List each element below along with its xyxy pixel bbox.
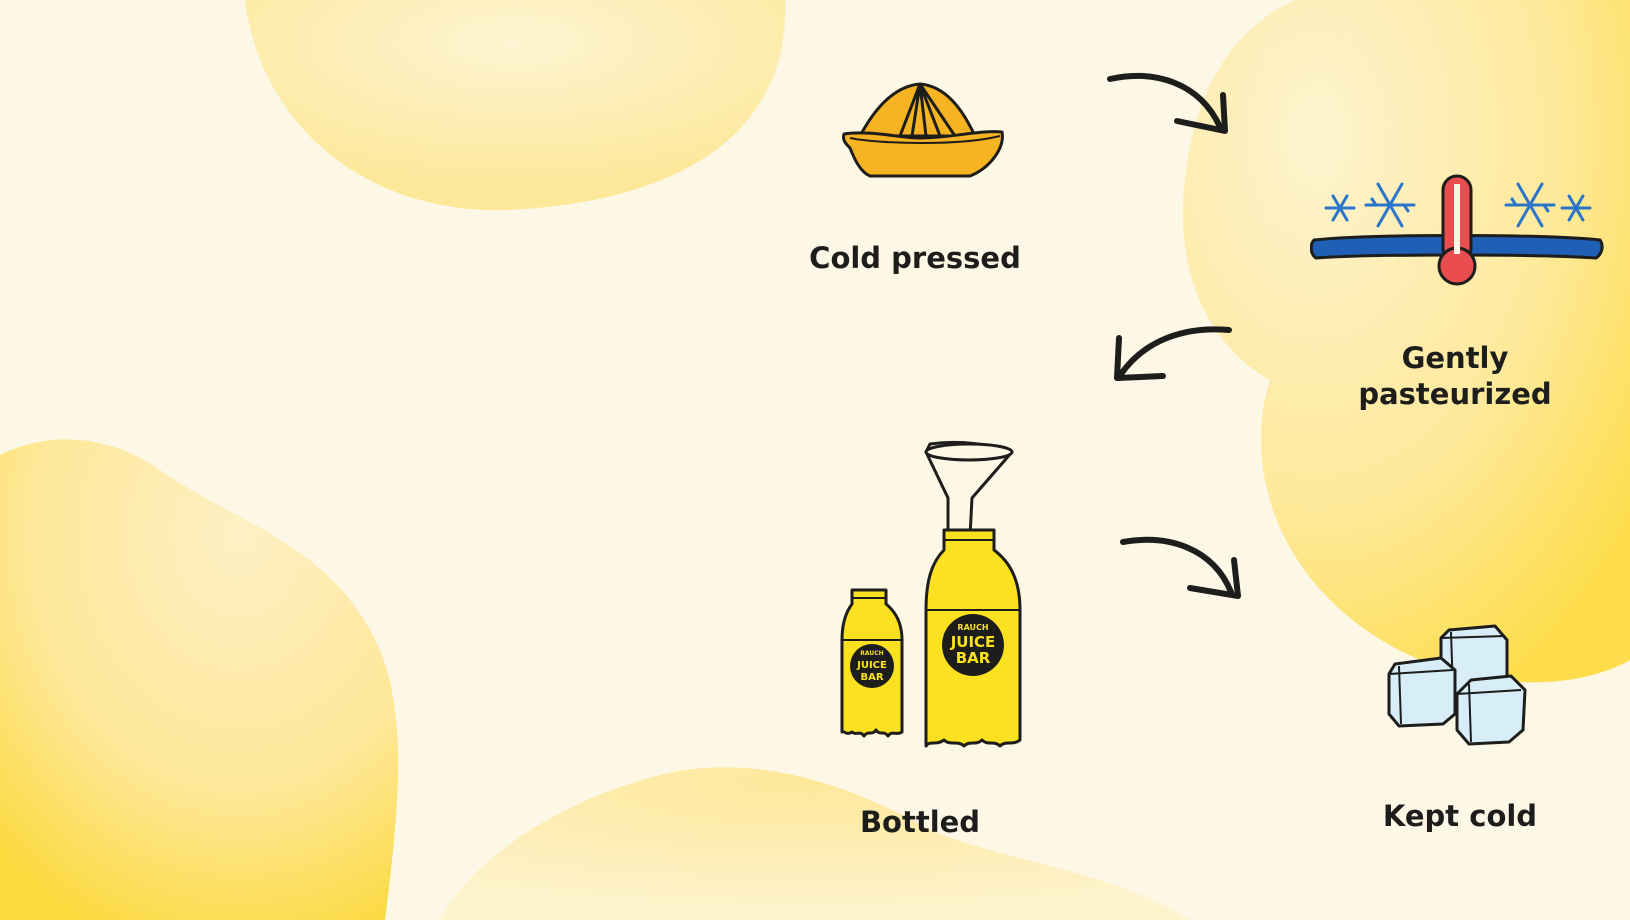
juicer-icon <box>842 82 1004 178</box>
label-line-1: Gently <box>1401 341 1509 375</box>
small-bottle-logo-brand: RAUCH <box>860 650 883 657</box>
step-label-cold-pressed: Cold pressed <box>809 241 1021 275</box>
bottle-logo-line2: BAR <box>956 649 991 667</box>
step-label-bottled: Bottled <box>859 805 981 839</box>
arrow-left-down-icon <box>1114 326 1232 381</box>
small-bottle-logo-line2: BAR <box>860 672 883 683</box>
step-label-kept-cold: Kept cold <box>1382 799 1538 833</box>
blob-top <box>245 0 786 211</box>
bottles-funnel-icon: RAUCH JUICE BAR RAUCH JUICE BAR <box>840 440 1022 748</box>
blob-right <box>1182 0 1630 683</box>
blob-bottom <box>440 767 1190 920</box>
bottle-logo-brand: RAUCH <box>957 623 988 632</box>
bottle-logo-line1: JUICE <box>950 633 996 651</box>
ice-cubes-icon <box>1387 624 1527 746</box>
label-line-2: pasteurized <box>1358 377 1552 411</box>
step-label-gently-pasteurized: Gently pasteurized <box>1330 340 1580 412</box>
small-bottle-logo-line1: JUICE <box>856 660 887 671</box>
arrow-right-down-icon <box>1107 73 1228 134</box>
thermometer-snowflake-icon <box>1310 174 1604 286</box>
blob-left <box>0 439 399 920</box>
arrow-right-down-icon <box>1120 536 1241 599</box>
